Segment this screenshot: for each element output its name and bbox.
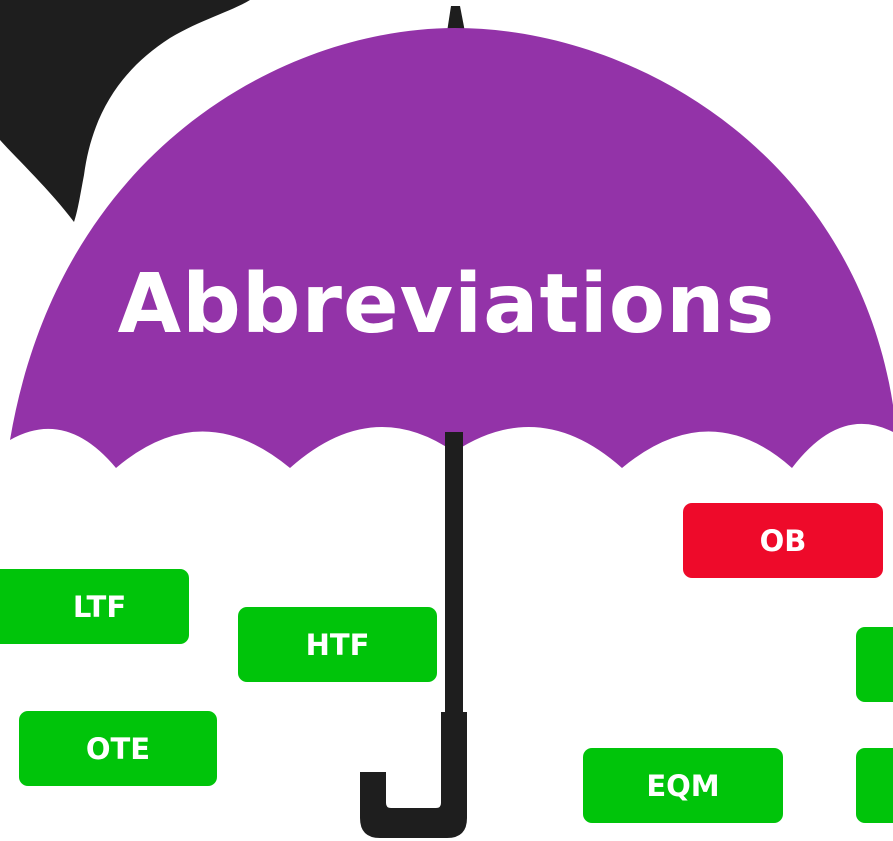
tag-partial-right-2 — [856, 748, 893, 823]
tag-ltf: LTF — [0, 569, 189, 644]
tag-partial-right-1 — [856, 627, 893, 702]
umbrella-tip — [447, 6, 465, 32]
cloud-icon — [0, 0, 250, 222]
umbrella-shaft — [445, 432, 463, 714]
umbrella-handle — [360, 712, 467, 838]
tag-eqm: EQM — [583, 748, 783, 823]
tag-ote: OTE — [19, 711, 217, 786]
tag-label: EQM — [646, 768, 720, 803]
tag-label: HTF — [305, 627, 370, 662]
tag-label: OTE — [85, 731, 151, 766]
tag-ob: OB — [683, 503, 883, 578]
tag-label: LTF — [72, 589, 127, 624]
tag-htf: HTF — [238, 607, 437, 682]
umbrella-canopy — [10, 28, 893, 468]
tag-label: OB — [759, 523, 807, 558]
page-title: Abbreviations — [117, 257, 776, 352]
